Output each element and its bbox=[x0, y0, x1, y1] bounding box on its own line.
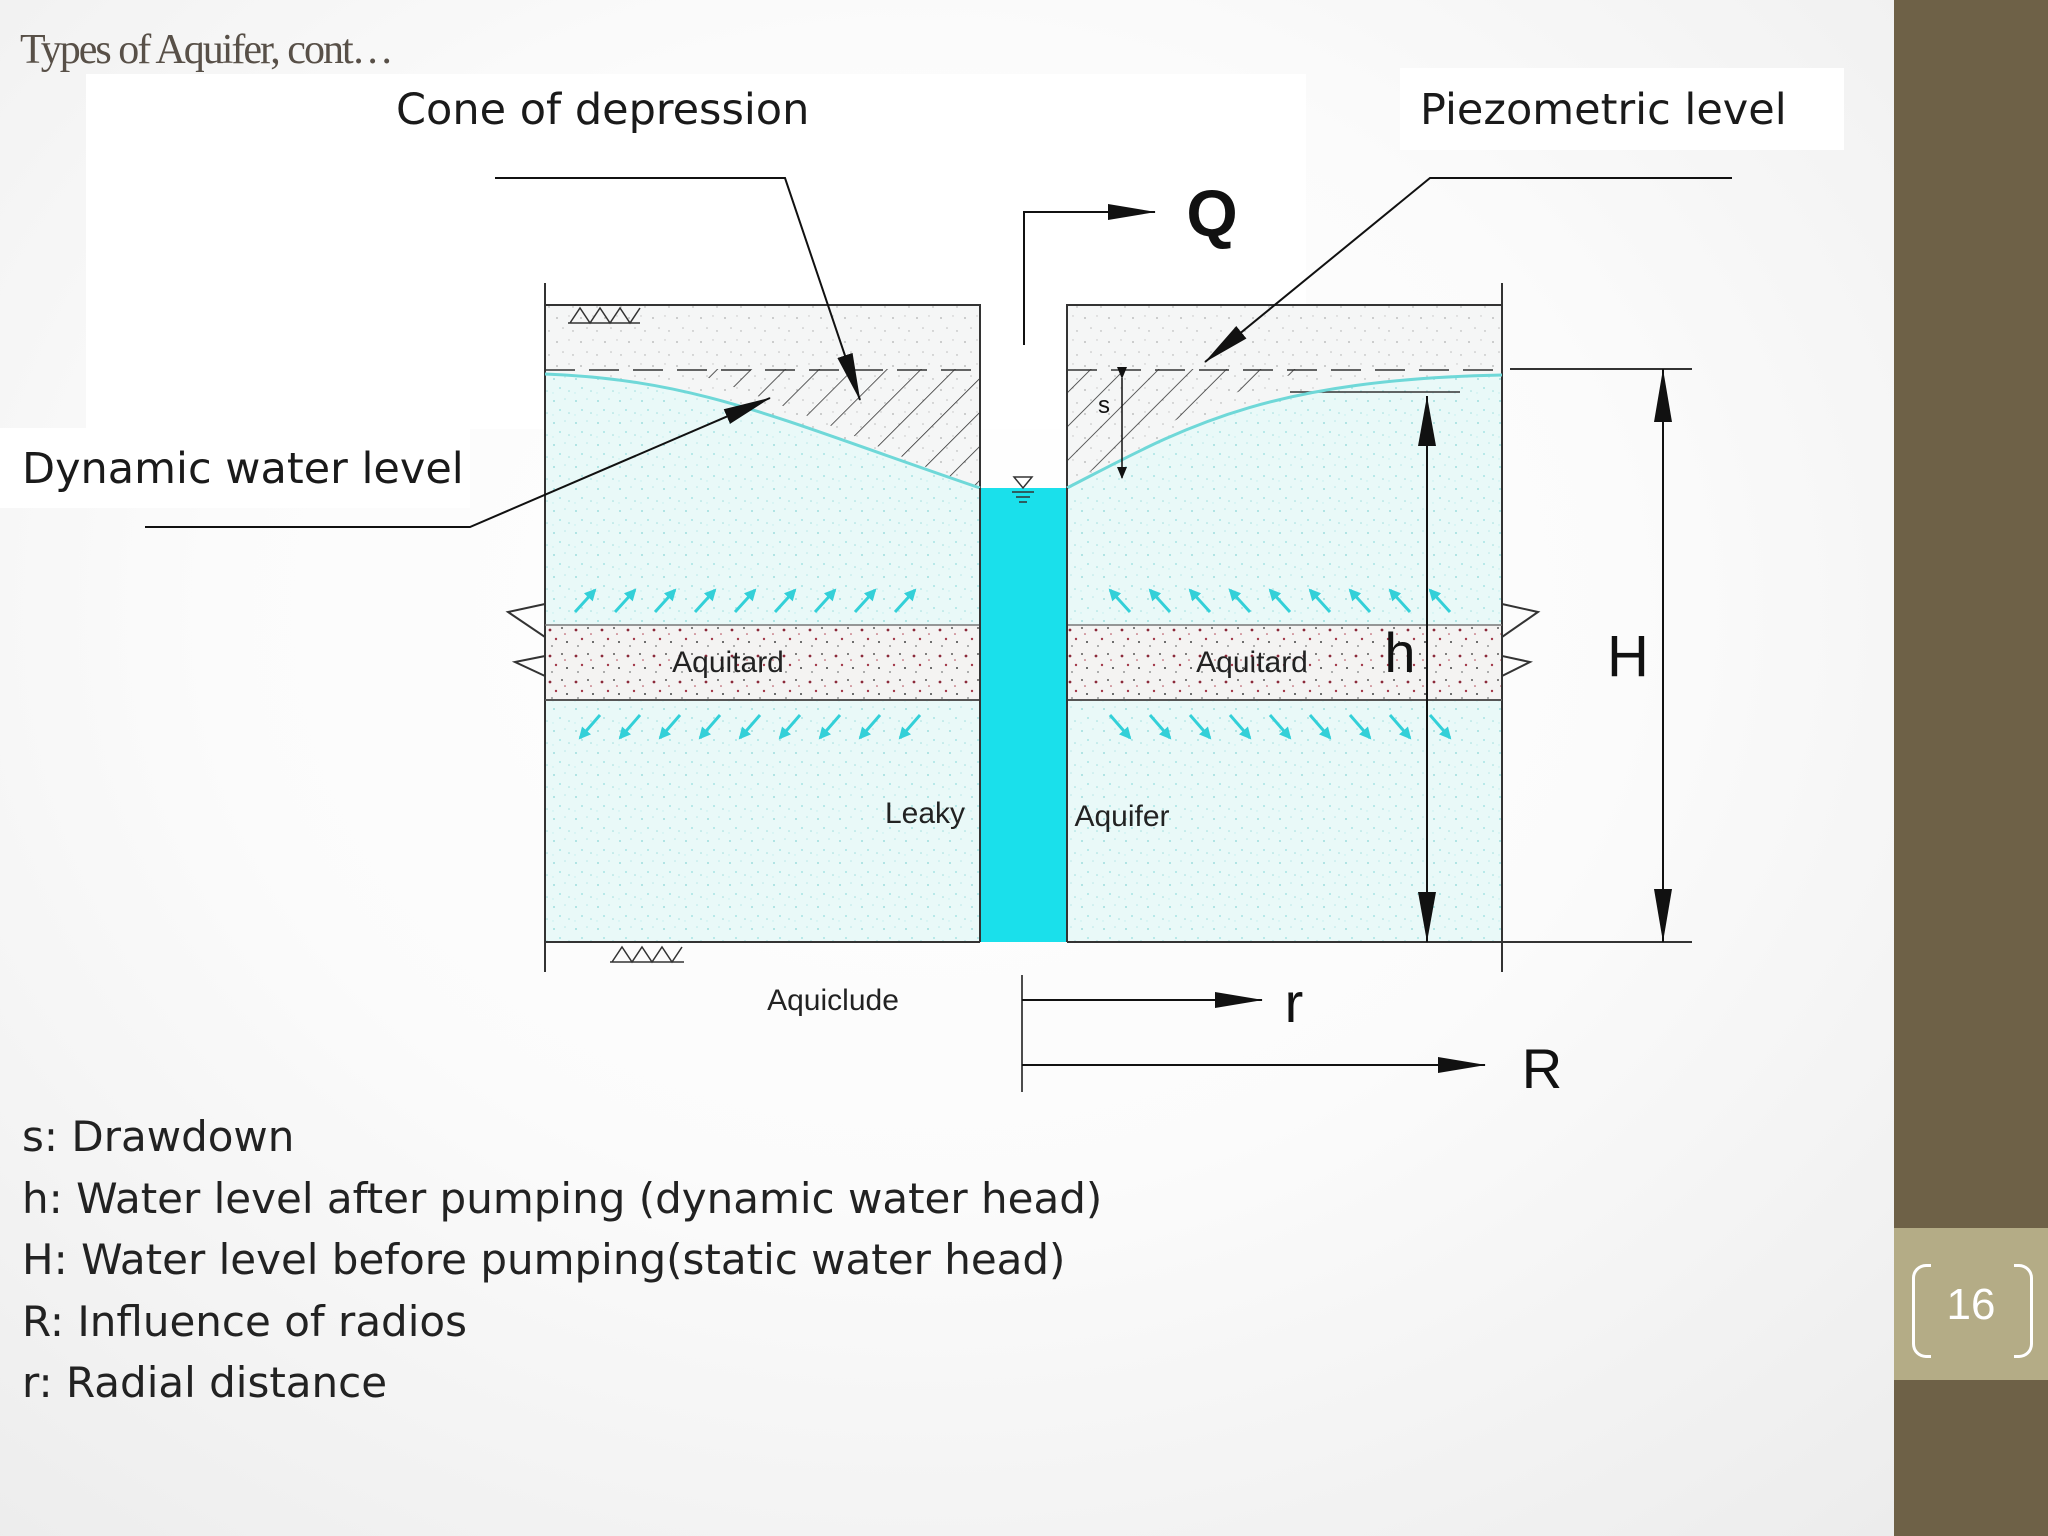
discharge-arrow bbox=[1023, 204, 1156, 345]
drawdown-symbol: s bbox=[1098, 392, 1110, 419]
right-bracket bbox=[2014, 1264, 2033, 1358]
dynamic-leader bbox=[145, 397, 771, 528]
left-section bbox=[505, 283, 981, 972]
callout-backing-piezo bbox=[1400, 68, 1844, 150]
dynamic-water-line-right bbox=[1066, 373, 1503, 490]
cone-leader bbox=[495, 177, 861, 401]
page-number-tab: 16 bbox=[1894, 1228, 2048, 1380]
left-aquifer-upper bbox=[545, 372, 980, 625]
leakage-arrows bbox=[573, 588, 1452, 740]
right-aquitard bbox=[1067, 625, 1502, 700]
pumping-well bbox=[981, 488, 1066, 942]
leaky-aquifer-diagram: Q s h H r R Aquitard Aquitard Leaky Aqui… bbox=[0, 68, 1844, 1100]
page-number: 16 bbox=[1946, 1280, 1996, 1329]
dynamic-water-level-label: Dynamic water level bbox=[22, 444, 464, 494]
aquitard-left-label: Aquitard bbox=[672, 646, 784, 679]
aquitard-right-label: Aquitard bbox=[1196, 646, 1308, 679]
discharge-symbol: Q bbox=[1186, 176, 1237, 250]
callout-backing-dynamic bbox=[0, 428, 470, 508]
right-cone-hatch bbox=[1067, 369, 1320, 488]
legend-item-radial-distance: r: Radial distance bbox=[22, 1358, 388, 1407]
legend-item-dynamic-head: h: Water level after pumping (dynamic wa… bbox=[22, 1173, 1103, 1223]
symbol-legend: s: Drawdown h: Water level after pumping… bbox=[22, 1106, 1102, 1414]
ground-surface-symbol-top bbox=[568, 306, 641, 325]
left-aquifer-lower bbox=[545, 700, 980, 942]
water-level-symbol bbox=[1012, 476, 1034, 490]
leaky-label: Leaky bbox=[885, 797, 965, 830]
legend-item-drawdown: s: Drawdown bbox=[22, 1112, 295, 1161]
aquifer-label: Aquifer bbox=[1074, 800, 1169, 833]
radial-distance-symbol: r bbox=[1285, 971, 1304, 1034]
left-aquitard bbox=[545, 625, 980, 700]
piezometric-level-label: Piezometric level bbox=[1420, 85, 1787, 135]
influence-radius-symbol: R bbox=[1522, 1037, 1562, 1100]
ground-surface-symbol-bottom bbox=[610, 945, 684, 964]
left-bracket bbox=[1912, 1264, 1931, 1358]
piezo-leader bbox=[1204, 177, 1732, 363]
legend-item-static-head: H: Water level before pumping(static wat… bbox=[22, 1235, 1066, 1284]
aquiclude-label: Aquiclude bbox=[767, 984, 899, 1017]
legend-item-influence-radius: R: Influence of radios bbox=[22, 1296, 467, 1346]
dynamic-head-symbol: h bbox=[1384, 621, 1415, 684]
right-section bbox=[1066, 283, 1692, 972]
cone-of-depression-label: Cone of depression bbox=[396, 85, 809, 135]
slide-title: Types of Aquifer, cont… bbox=[20, 27, 394, 73]
static-head-symbol: H bbox=[1607, 624, 1649, 689]
